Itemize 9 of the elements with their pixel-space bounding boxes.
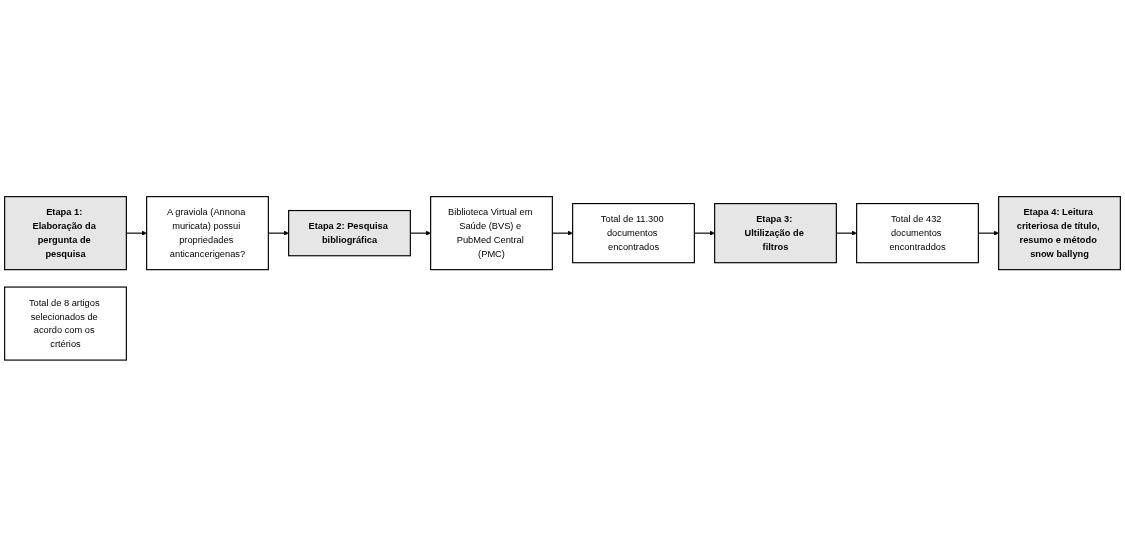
node-box: Etapa 1: Elaboração da pergunta de pesquisa [4,195,127,270]
node-box: Etapa 3: Ultilização de filtros [714,202,837,263]
node-box: Etapa 2: Pesquisa bibliográfica [288,209,411,256]
node-box: Total de 8 artigos selecionados de acordo com os crtérios [4,286,127,361]
node-box: Total de 432 documentos encontraddos [856,202,979,263]
node-box: A graviola (Annona muricata) possui propriedades anticancerigenas? [146,195,269,270]
node-box: Biblioteca Virtual em Saúde (BVS) e PubMed Central (PMC) [430,195,553,270]
node-box: Total de 11.300 documentos encontrados [572,202,695,263]
node-box: Etapa 4: Leitura criteriosa de título, resumo e método snow ballyng [998,195,1121,270]
